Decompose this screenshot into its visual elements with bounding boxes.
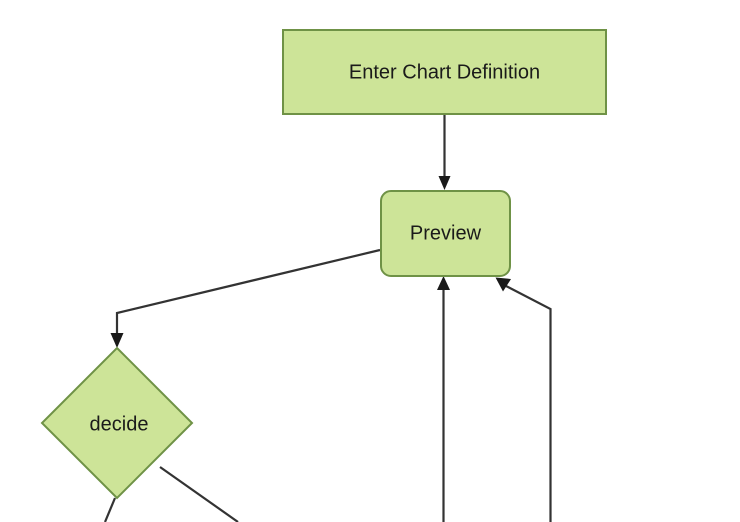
edge-line bbox=[103, 497, 117, 522]
edge-hitarea[interactable] bbox=[160, 467, 238, 522]
arrowhead-icon bbox=[495, 277, 511, 292]
node-preview[interactable]: Preview bbox=[380, 190, 511, 277]
edge-hitarea[interactable] bbox=[506, 286, 551, 522]
node-enter-chart-definition[interactable]: Enter Chart Definition bbox=[282, 29, 607, 115]
edge-hitarea[interactable] bbox=[105, 498, 115, 522]
arrowhead-icon bbox=[110, 333, 124, 348]
arrowhead-icon bbox=[438, 176, 451, 190]
edge-preview-to-decide[interactable] bbox=[110, 248, 381, 348]
arrowhead-icon bbox=[437, 276, 450, 290]
edge-line bbox=[505, 285, 552, 522]
node-shape-rectangle[interactable] bbox=[282, 29, 607, 115]
edge-bottom-center-to-preview[interactable] bbox=[437, 276, 450, 522]
node-shape-rounded-rectangle[interactable] bbox=[380, 190, 511, 277]
edge-decide-bottom-out[interactable] bbox=[103, 497, 117, 522]
edge-line bbox=[159, 466, 239, 522]
edge-enter-to-preview[interactable] bbox=[438, 114, 451, 190]
edge-line bbox=[115, 248, 381, 334]
edge-hitarea[interactable] bbox=[117, 250, 380, 334]
node-shape-diamond[interactable] bbox=[40, 346, 194, 500]
edge-decide-right-out[interactable] bbox=[159, 466, 239, 522]
edge-bottom-right-to-preview[interactable] bbox=[495, 277, 552, 522]
